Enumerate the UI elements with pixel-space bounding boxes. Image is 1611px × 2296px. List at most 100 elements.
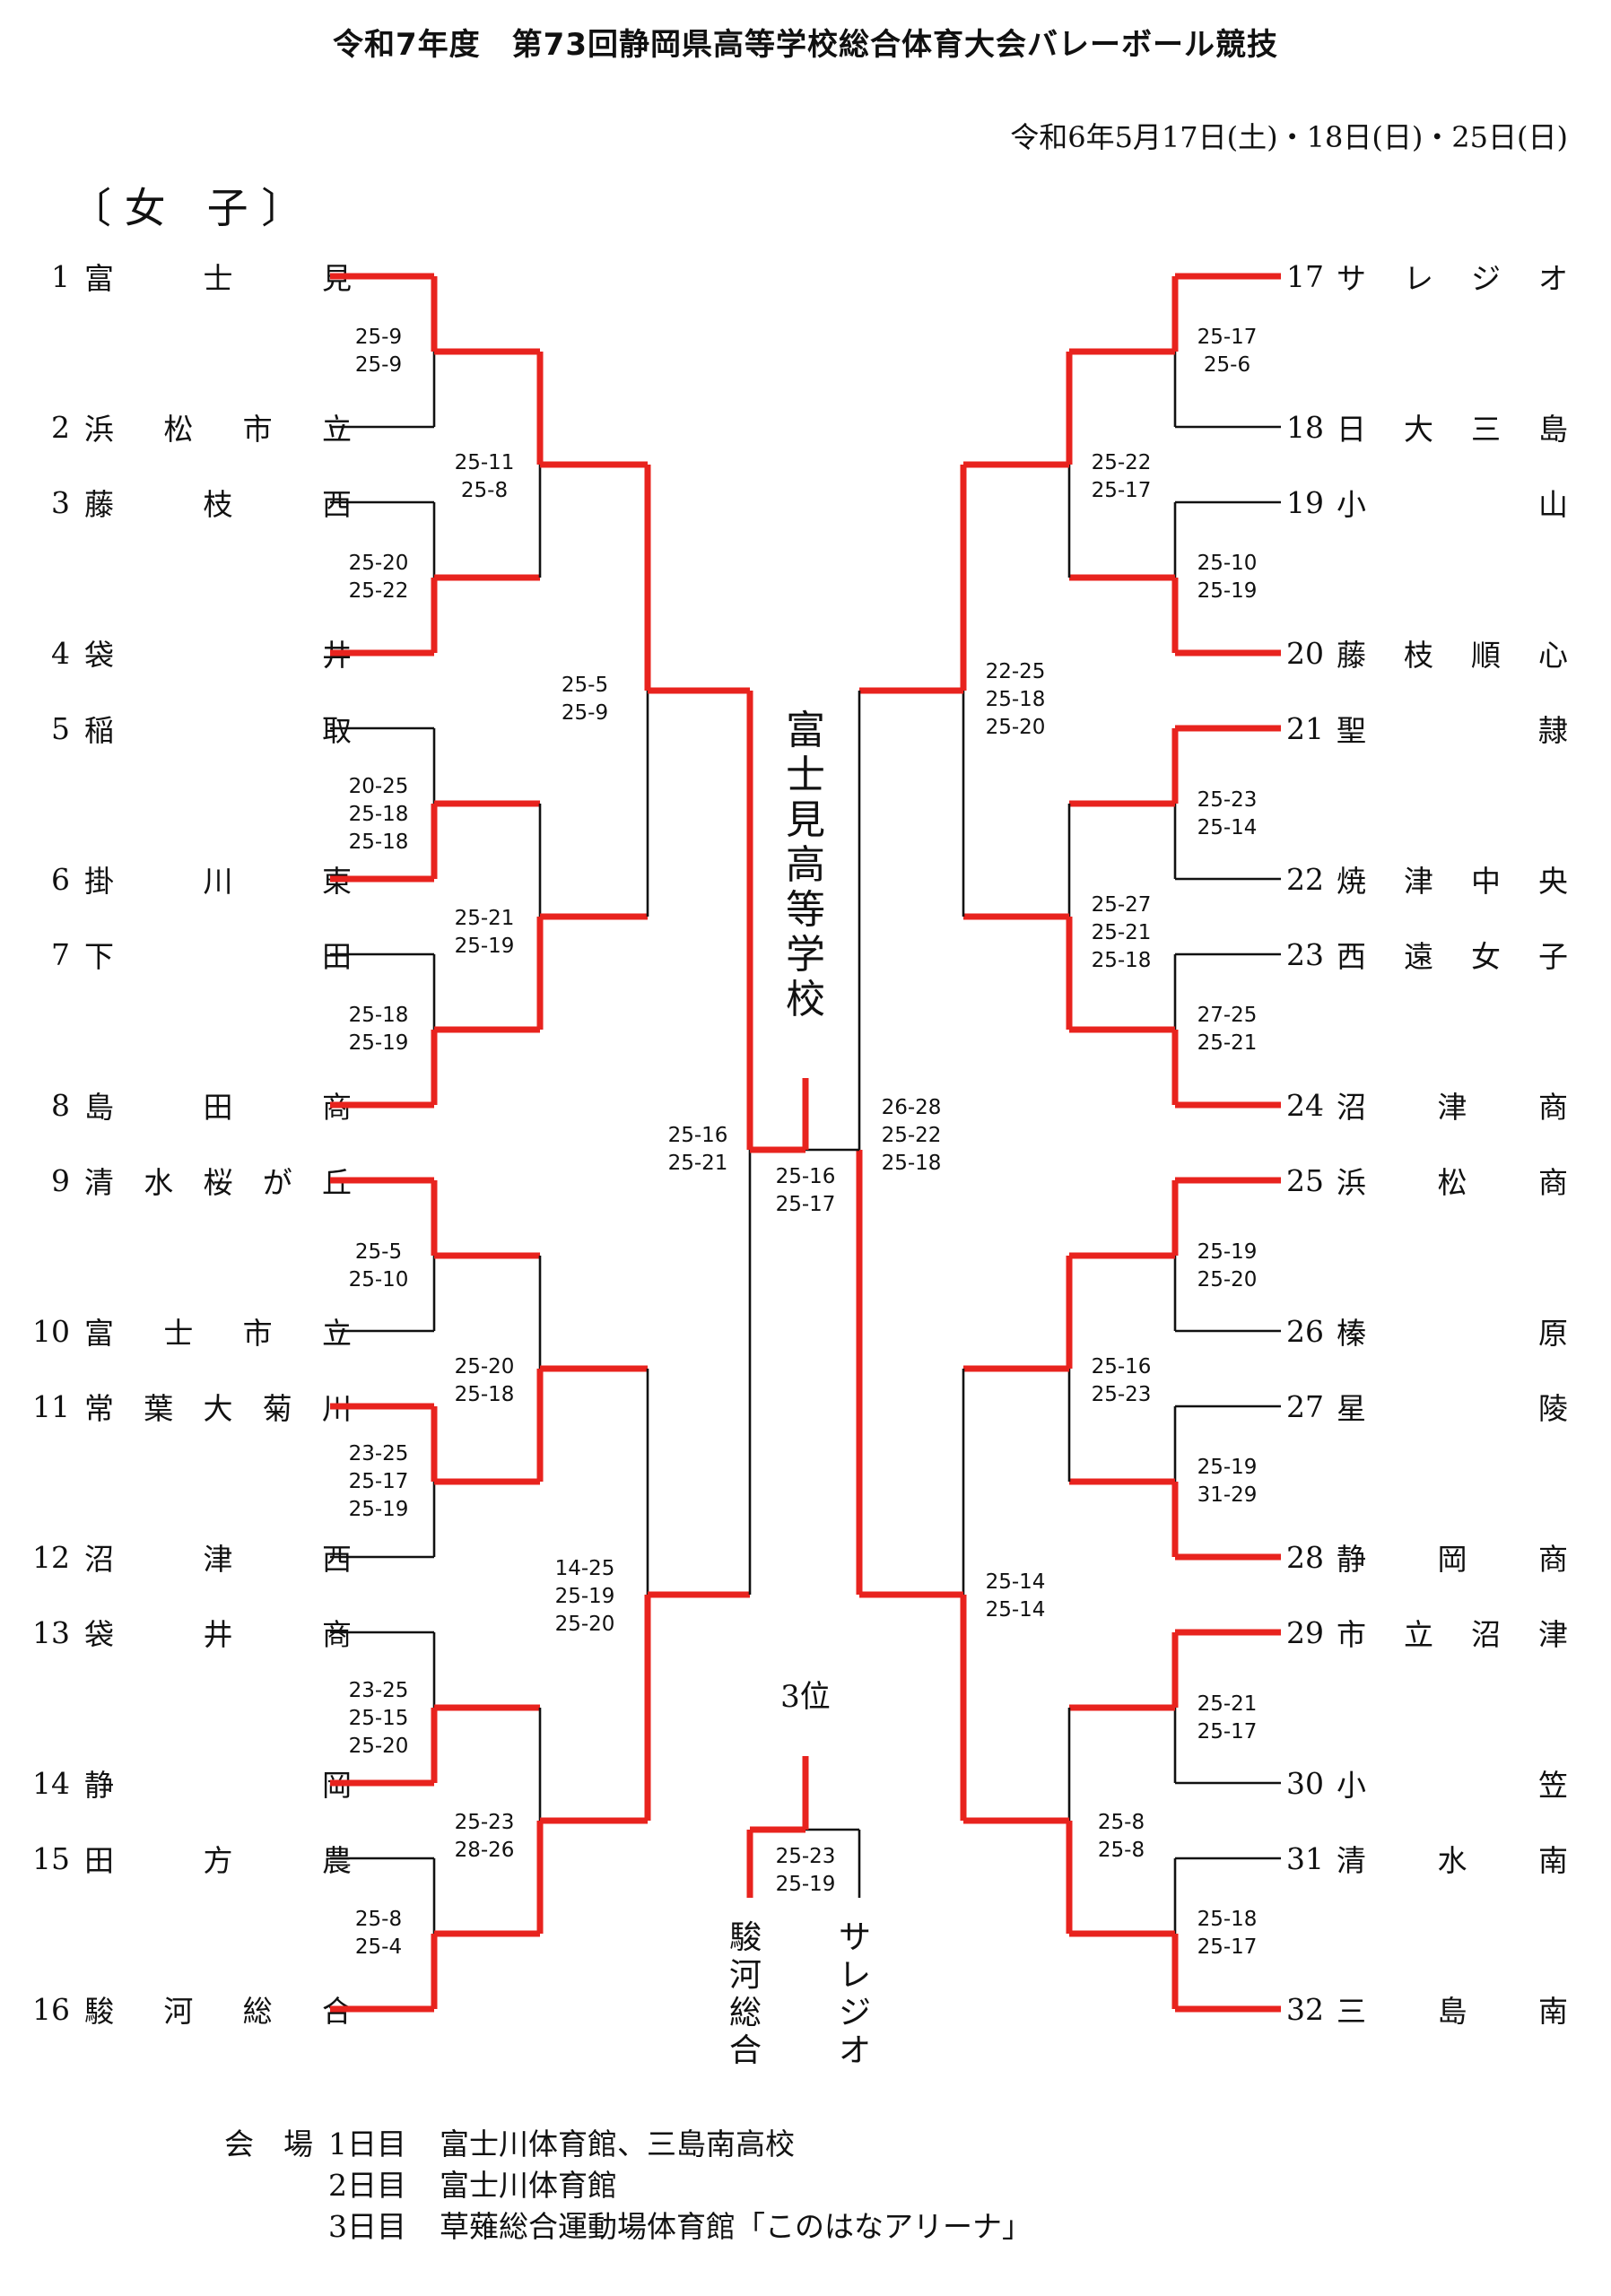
- seed-number: 20: [1286, 635, 1324, 671]
- team-row: 22 焼津中央: [1272, 859, 1568, 900]
- venue-place: 富士川体育館: [440, 2168, 617, 2203]
- match-score: 22-25 25-18 25-20: [985, 659, 1046, 739]
- team-name: 袋井: [84, 638, 352, 673]
- seed-number: 11: [32, 1388, 70, 1424]
- team-name: 三島南: [1337, 1994, 1568, 2029]
- match-score: 23-25 25-17 25-19: [348, 1441, 409, 1521]
- seed-number: 21: [1286, 710, 1324, 746]
- team-row: 23 西遠女子: [1272, 935, 1568, 975]
- team-row: 28 静岡商: [1272, 1537, 1568, 1578]
- seed-number: 13: [32, 1614, 70, 1650]
- match-score: 25-16 25-23: [1091, 1355, 1152, 1406]
- team-name: 静岡商: [1337, 1542, 1568, 1577]
- match-score: 25-19 31-29: [1197, 1456, 1258, 1507]
- team-row: 12 沼津西: [32, 1537, 352, 1578]
- team-name: 稲取: [84, 713, 352, 748]
- team-row: 13 袋井商: [32, 1613, 352, 1653]
- team-name: 西遠女子: [1337, 939, 1568, 974]
- third-place-team-b: サレジオ: [838, 1919, 871, 2069]
- seed-number: 16: [32, 1991, 70, 2027]
- match-score: 25-21 25-17: [1197, 1692, 1258, 1744]
- match-score: 25-27 25-21 25-18: [1091, 892, 1152, 972]
- team-name: 日大三島: [1337, 412, 1568, 447]
- team-name: 島田商: [84, 1090, 352, 1125]
- seed-number: 15: [32, 1840, 70, 1876]
- match-score: 25-9 25-9: [354, 326, 403, 377]
- team-row: 5 稲取: [32, 709, 352, 749]
- team-row: 18 日大三島: [1272, 407, 1568, 448]
- team-name: 沼津西: [84, 1542, 352, 1577]
- team-row: 3 藤枝西: [32, 483, 352, 523]
- venue-row: 2日目 富士川体育館: [224, 2165, 1032, 2206]
- team-row: 30 小笠: [1272, 1763, 1568, 1804]
- seed-number: 17: [1286, 258, 1324, 294]
- venue-place: 富士川体育館、三島南高校: [440, 2126, 795, 2161]
- seed-number: 1: [51, 258, 70, 294]
- team-name: 掛川東: [84, 864, 352, 899]
- match-score: 25-18 25-17: [1197, 1908, 1258, 1959]
- match-score: 27-25 25-21: [1197, 1004, 1258, 1055]
- team-name: 焼津中央: [1337, 864, 1568, 899]
- seed-number: 3: [51, 484, 70, 520]
- seed-number: 30: [1286, 1765, 1324, 1801]
- seed-number: 24: [1286, 1087, 1324, 1123]
- match-score: 25-5 25-10: [348, 1240, 409, 1292]
- match-score: 14-25 25-19 25-20: [554, 1556, 615, 1636]
- match-score: 25-5 25-9: [561, 674, 609, 725]
- team-row: 4 袋井: [32, 633, 352, 674]
- team-row: 11 常葉大菊川: [32, 1387, 352, 1427]
- team-name: 袋井商: [84, 1617, 352, 1652]
- team-name: 沼津商: [1337, 1090, 1568, 1125]
- team-name: 常葉大菊川: [84, 1391, 352, 1426]
- match-score: 25-23 25-19: [775, 1845, 836, 1896]
- team-name: 浜松市立: [84, 412, 352, 447]
- team-row: 29 市立沼津: [1272, 1613, 1568, 1653]
- seed-number: 8: [51, 1087, 70, 1123]
- match-score: 25-11 25-8: [454, 451, 515, 502]
- team-name: 下田: [84, 939, 352, 974]
- team-name: 富士市立: [84, 1316, 352, 1351]
- team-row: 2 浜松市立: [32, 407, 352, 448]
- match-score: 25-23 28-26: [454, 1811, 515, 1862]
- team-name: 小山: [1337, 487, 1568, 522]
- team-row: 24 沼津商: [1272, 1085, 1568, 1126]
- team-name: 藤枝西: [84, 487, 352, 522]
- seed-number: 29: [1286, 1614, 1324, 1650]
- team-name: 市立沼津: [1337, 1617, 1568, 1652]
- team-name: 聖隷: [1337, 713, 1568, 748]
- seed-number: 25: [1286, 1162, 1324, 1198]
- seed-number: 28: [1286, 1539, 1324, 1575]
- seed-number: 2: [51, 409, 70, 445]
- seed-number: 22: [1286, 861, 1324, 897]
- seed-number: 4: [51, 635, 70, 671]
- match-score: 25-18 25-19: [348, 1004, 409, 1055]
- match-score: 26-28 25-22 25-18: [881, 1095, 942, 1175]
- champion-name: 富士見高等学校: [786, 708, 825, 1022]
- seed-number: 26: [1286, 1313, 1324, 1349]
- seed-number: 12: [32, 1539, 70, 1575]
- venue-day: 2日目: [328, 2168, 406, 2203]
- match-score: 25-10 25-19: [1197, 552, 1258, 603]
- page-title: 令和7年度 第73回静岡県高等学校総合体育大会バレーボール競技: [333, 27, 1278, 63]
- team-name: 小笠: [1337, 1768, 1568, 1803]
- third-place-label: 3位: [780, 1679, 831, 1715]
- match-score: 25-16 25-21: [667, 1124, 728, 1175]
- match-score: 20-25 25-18 25-18: [348, 774, 409, 854]
- match-score: 23-25 25-15 25-20: [348, 1678, 409, 1758]
- venue-day: 3日目: [328, 2209, 406, 2244]
- venue-day: 1日目: [328, 2126, 406, 2161]
- seed-number: 18: [1286, 409, 1324, 445]
- venue-row: 3日目 草薙総合運動場体育館「このはなアリーナ」: [224, 2206, 1032, 2248]
- match-score: 25-19 25-20: [1197, 1240, 1258, 1292]
- venue-label: 会 場: [224, 2126, 313, 2161]
- seed-number: 5: [51, 710, 70, 746]
- match-score: 25-20 25-22: [348, 552, 409, 603]
- seed-number: 32: [1286, 1991, 1324, 2027]
- seed-number: 23: [1286, 936, 1324, 972]
